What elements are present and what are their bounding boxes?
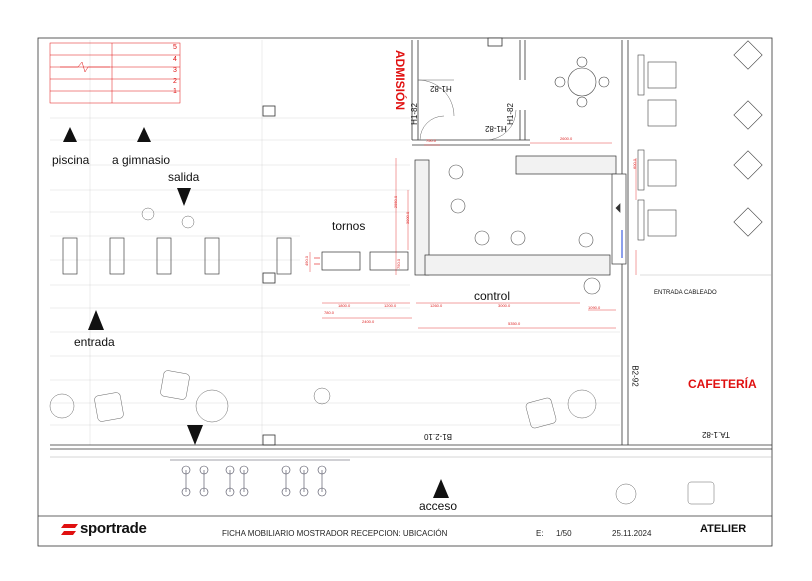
stair-number: 4 [173, 56, 177, 63]
label-control: control [474, 289, 511, 303]
sheet-date: 25.11.2024 [612, 529, 652, 538]
dimension-label: 2950.0 [393, 195, 399, 209]
counter-chairs [448, 164, 601, 295]
dimension-label: 1260.0 [430, 303, 443, 308]
scale-label: E: [536, 529, 544, 538]
label-entrada: entrada [74, 335, 115, 349]
dimension-label: 1090.0 [588, 305, 601, 310]
stair-block [49, 42, 181, 104]
dimension-label: 1800.0 [338, 303, 351, 308]
floor-pattern-upper [50, 117, 620, 426]
stair-number: 2 [173, 78, 177, 85]
dimension-label: 490.0 [304, 255, 310, 267]
code-b2-92: B2-92 [630, 365, 640, 387]
code-h1-82: H1-82 [505, 103, 515, 125]
label-piscina: piscina [52, 153, 90, 167]
dimension-label: 3000.0 [405, 211, 411, 225]
code-b1-2-10: B1-2.10 [424, 432, 453, 441]
dimension-label: 3000.0 [498, 303, 511, 308]
stair-number: 1 [173, 88, 177, 95]
label-gimnasio: a gimnasio [112, 153, 171, 167]
label-tornos: tornos [332, 219, 366, 233]
arrow-entrada [88, 310, 104, 330]
code-h1-82: H1-82 [430, 84, 452, 93]
scale-value: 1/50 [556, 529, 572, 538]
code-ta-1-82: TA.1-82 [702, 430, 730, 439]
arrow-piscina [63, 127, 77, 142]
dimension-label: 1200.0 [384, 303, 397, 308]
label-admision: ADMISIÓN [393, 50, 407, 110]
dimension-lines [309, 142, 637, 329]
brand-logo: sportrade [80, 520, 147, 537]
dimension-label: 2400.0 [362, 319, 375, 324]
direction-arrows [63, 127, 449, 498]
code-h1-82: H1-82 [485, 124, 507, 133]
structural-columns [262, 37, 503, 446]
dimension-label: 600.0 [632, 158, 638, 170]
stair-number: 5 [173, 44, 177, 51]
arrow-exit-lower [187, 425, 203, 445]
sportrade-logo-mark [61, 524, 78, 535]
dimension-label: 5350.0 [508, 321, 521, 326]
cafeteria-furniture [554, 40, 772, 276]
dimension-label: 750.0 [396, 258, 402, 270]
arrow-salida [177, 188, 191, 206]
label-entrada-cableado: ENTRADA CABLEADO [654, 290, 717, 296]
reception-counter [321, 155, 627, 276]
dimension-label: 750.0 [426, 138, 437, 143]
code-h1-82: H1-82 [409, 103, 419, 125]
dimension-label: 780.0 [324, 310, 335, 315]
arrow-acceso [433, 479, 449, 498]
stair-number: 3 [173, 67, 177, 74]
floor-pattern-vertical [89, 40, 263, 445]
bicycle-rack [170, 459, 350, 497]
turnstile-marks [314, 257, 320, 265]
entrance-panels [62, 237, 292, 275]
corridor-walls [50, 40, 772, 458]
plants [49, 207, 715, 505]
sheet-title: FICHA MOBILIARIO MOSTRADOR RECEPCION: UB… [222, 529, 448, 538]
studio-logo: ATELIER [700, 523, 747, 535]
label-cafeteria: CAFETERÍA [688, 377, 757, 391]
label-salida: salida [168, 170, 200, 184]
label-acceso: acceso [419, 499, 458, 513]
arrow-gimnasio [137, 127, 151, 142]
sheet-frame [37, 37, 773, 547]
dimension-label: 2600.0 [560, 136, 573, 141]
